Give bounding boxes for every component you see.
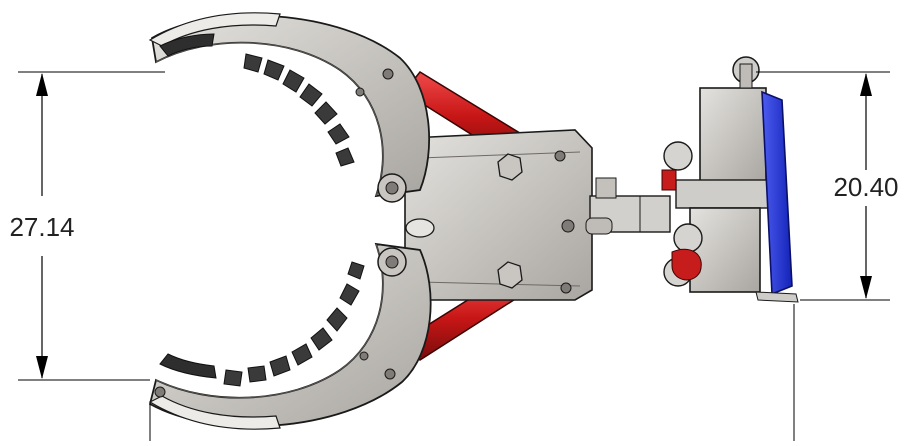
dimension-arrow: [860, 276, 872, 299]
body-screw-icon: [561, 219, 575, 233]
dimension-arrow: [36, 356, 48, 379]
motor-assembly: [661, 56, 771, 293]
upper-claw-jaw: [148, 12, 431, 203]
claw-screw-icon: [384, 368, 396, 380]
upper-hex-nut-icon: [497, 153, 523, 181]
left-dimension-label: 27.14: [9, 212, 74, 242]
lower-claw-jaw: [148, 242, 432, 430]
body-screw-icon: [560, 282, 572, 294]
right-dimension: 20.40: [756, 71, 899, 301]
motor-gear-icon: [663, 141, 693, 171]
claw-screw-icon: [382, 68, 394, 80]
lower-hex-nut-icon: [497, 261, 523, 289]
left-dimension: 27.14: [9, 71, 165, 381]
center-pin-icon: [405, 218, 435, 238]
central-body-plate: [404, 129, 593, 301]
right-dimension-label: 20.40: [833, 172, 898, 202]
dimension-arrow: [36, 73, 48, 96]
dimension-arrow: [860, 73, 872, 96]
motor-gear-icon: [673, 223, 703, 253]
claw-tip-screw-icon: [154, 386, 166, 398]
claw-screw-icon: [359, 351, 369, 361]
body-screw-icon: [554, 150, 566, 162]
claw-screw-icon: [355, 87, 365, 97]
drive-shaft: [585, 177, 671, 235]
blue-mounting-plate: [755, 90, 799, 303]
